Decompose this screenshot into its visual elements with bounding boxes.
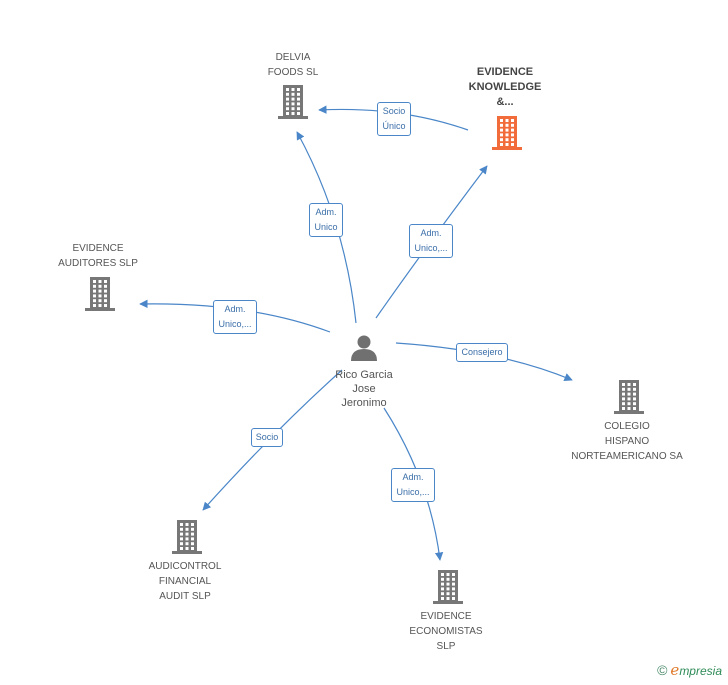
building-icon-evidence-auditores[interactable]	[85, 277, 115, 311]
edge-label-evidence-economistas[interactable]: Adm. Unico,...	[391, 468, 435, 502]
company-label-audicontrol[interactable]: AUDICONTROL FINANCIAL AUDIT SLP	[148, 561, 222, 602]
company-label-evidence-economistas[interactable]: EVIDENCE ECONOMISTAS SLP	[409, 611, 483, 652]
logo-text: mpresia	[679, 664, 722, 678]
edge-label-audicontrol[interactable]: Socio	[250, 427, 284, 447]
edge-label-colegio[interactable]: Consejero	[456, 342, 508, 362]
edge-label-evidence-knowledge[interactable]: Adm. Unico,...	[409, 224, 453, 258]
building-icon-delvia[interactable]	[278, 85, 308, 119]
building-icon-evidence-economistas[interactable]	[433, 570, 463, 604]
copyright-symbol: ©	[657, 662, 668, 678]
company-label-evidence-auditores[interactable]: EVIDENCE AUDITORES SLP	[58, 243, 138, 269]
building-icon-evidence-knowledge[interactable]	[492, 116, 522, 150]
company-label-delvia[interactable]: DELVIA FOODS SL	[267, 52, 319, 78]
edge-label-delvia[interactable]: Adm. Unico	[309, 203, 343, 237]
empresia-logo: ©empresia	[657, 661, 722, 679]
edge-label-evidence-auditores[interactable]: Adm. Unico,...	[213, 300, 257, 334]
person-name-label[interactable]: Rico Garcia Jose Jeronimo	[335, 369, 393, 409]
logo-initial: e	[670, 661, 680, 679]
building-icon-audicontrol[interactable]	[172, 520, 202, 554]
company-label-colegio[interactable]: COLEGIO HISPANO NORTEAMERICANO SA	[571, 421, 683, 462]
building-icon-colegio[interactable]	[614, 380, 644, 414]
edge-label-delvia[interactable]: Socio Único	[377, 102, 411, 136]
person-icon[interactable]	[351, 335, 377, 362]
company-label-evidence-knowledge[interactable]: EVIDENCE KNOWLEDGE &...	[468, 66, 542, 108]
